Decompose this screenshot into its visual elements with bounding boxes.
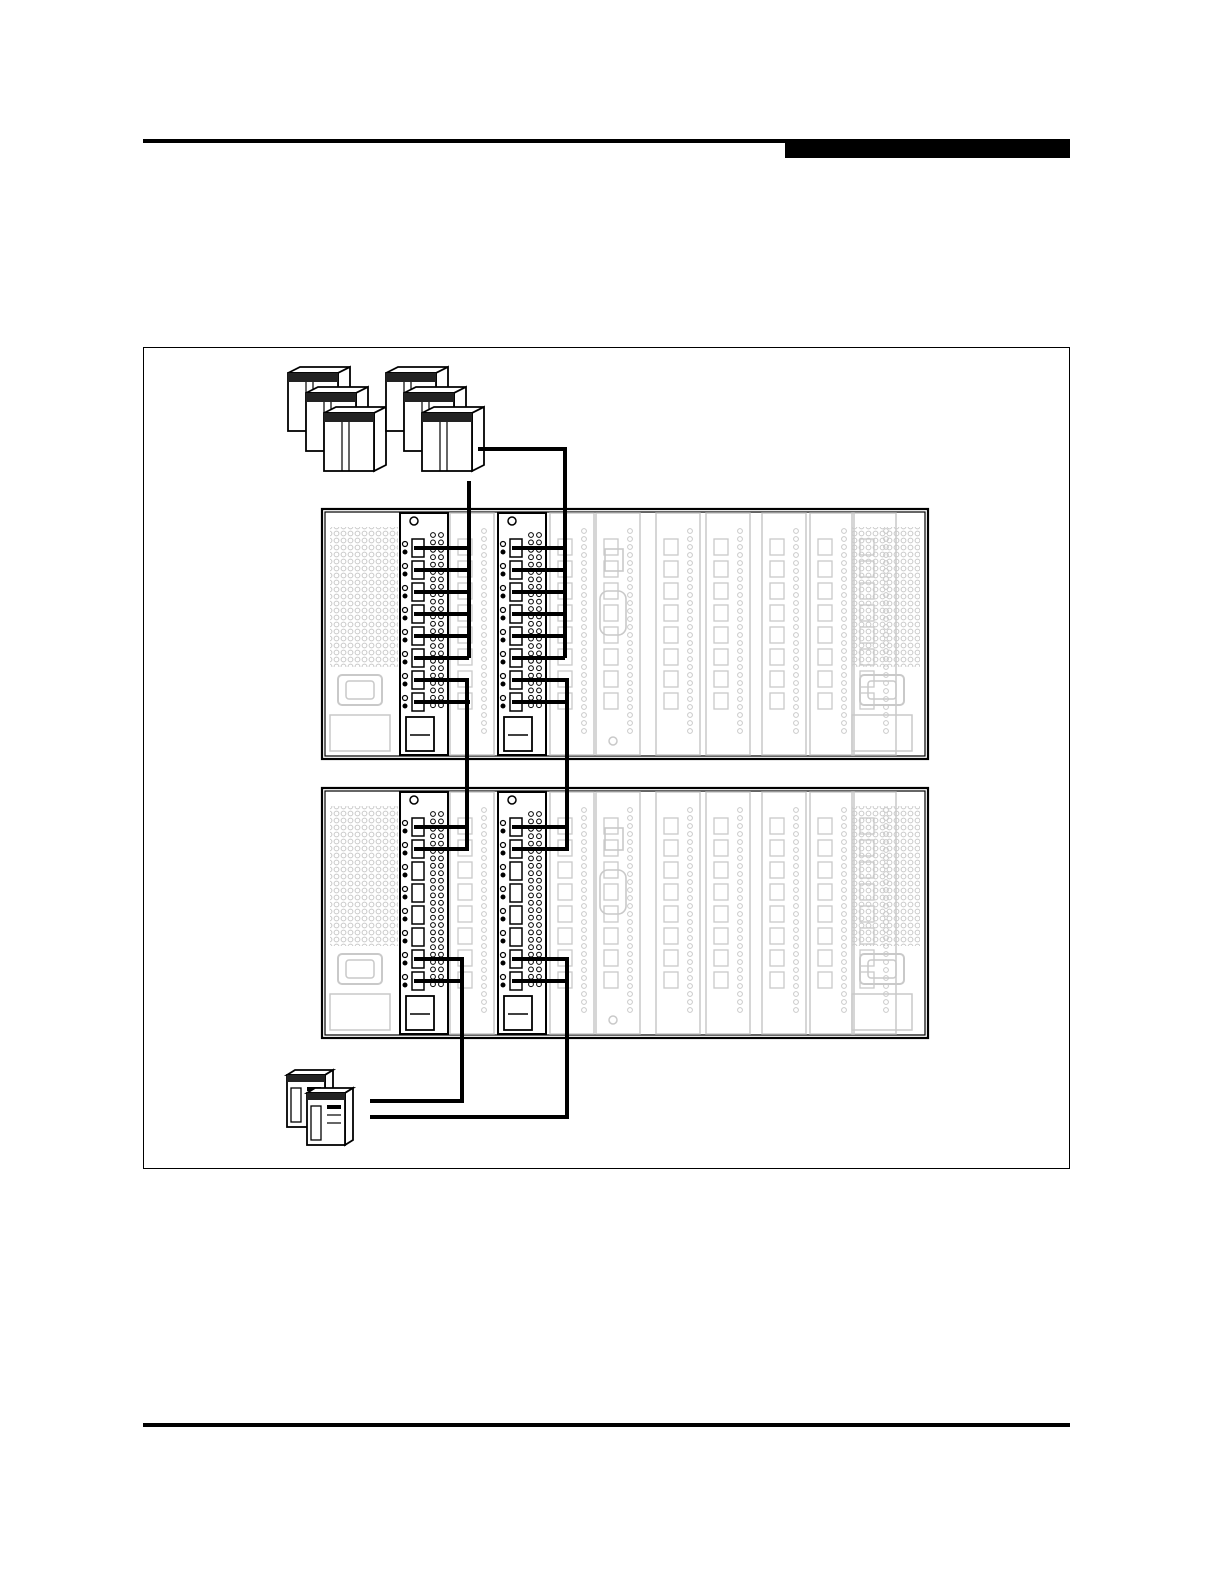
header-tab	[785, 139, 1070, 158]
figure-frame	[143, 347, 1070, 1169]
storage-unit	[307, 1088, 353, 1145]
server-group	[386, 367, 484, 471]
switch-chassis	[322, 509, 928, 759]
san-diagram	[144, 348, 1069, 1168]
switch-chassis	[322, 788, 928, 1038]
footer-rule	[143, 1423, 1070, 1427]
port-slot	[412, 862, 424, 880]
port-slot	[510, 928, 522, 946]
port-slot	[412, 906, 424, 924]
server-group	[288, 367, 386, 471]
port-slot	[412, 928, 424, 946]
port-slot	[412, 884, 424, 902]
port-slot	[510, 862, 522, 880]
port-slot	[510, 906, 522, 924]
port-slot	[510, 884, 522, 902]
